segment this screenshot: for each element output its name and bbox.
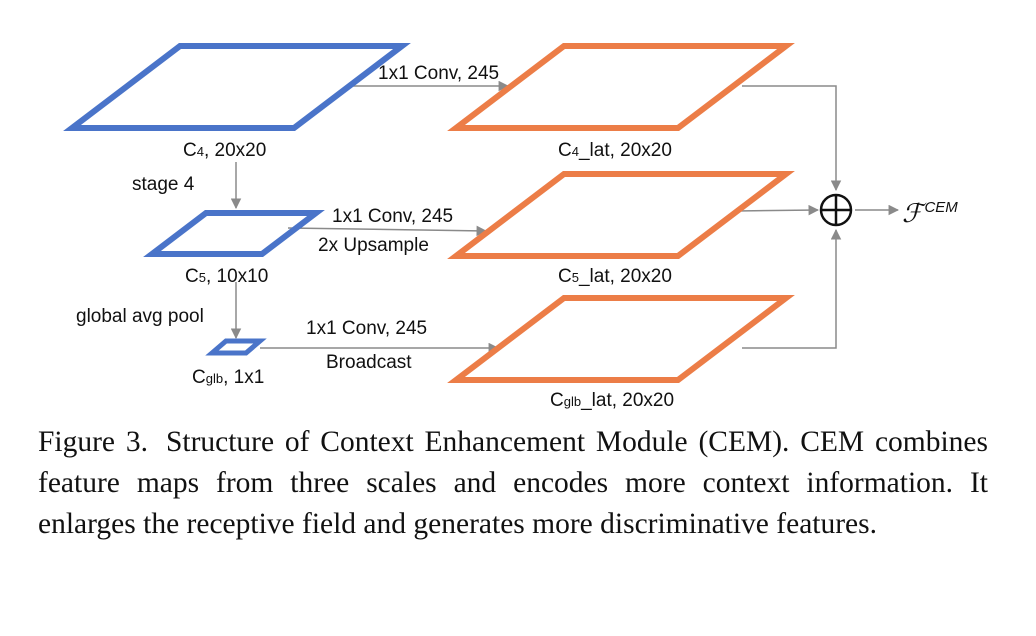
feature-map-c4 bbox=[63, 43, 411, 131]
label-c5-lat: C5_lat, 20x20 bbox=[558, 266, 672, 287]
conv-arrow-c5 bbox=[287, 225, 488, 237]
caption-text: Structure of Context Enhancement Module … bbox=[38, 426, 989, 540]
lat-c4-to-sum-arrow bbox=[742, 85, 842, 192]
cem-diagram: C4, 20x20 C5, 10x10 Cglb, 1x1 C4_lat, 20… bbox=[63, 43, 958, 411]
label-cglb: Cglb, 1x1 bbox=[192, 367, 264, 388]
feature-map-cglb bbox=[205, 338, 267, 356]
op-stage4: stage 4 bbox=[132, 174, 195, 195]
figure-caption: Figure 3.Structure of Context Enhancemen… bbox=[38, 422, 988, 545]
op-conv-c4: 1x1 Conv, 245 bbox=[378, 63, 499, 84]
feature-map-c4-lat bbox=[447, 43, 795, 131]
figure-label: Figure 3. bbox=[38, 426, 148, 458]
connectors bbox=[230, 80, 900, 354]
label-c4-lat: C4_lat, 20x20 bbox=[558, 140, 672, 161]
op-conv-c5: 1x1 Conv, 245 bbox=[332, 206, 453, 227]
label-c4: C4, 20x20 bbox=[183, 140, 266, 161]
lat-cglb-to-sum-arrow bbox=[742, 228, 842, 349]
op-global-avg-pool: global avg pool bbox=[76, 306, 204, 327]
sum-node bbox=[819, 193, 853, 227]
op-upsample-c5: 2x Upsample bbox=[318, 235, 429, 256]
label-c5: C5, 10x10 bbox=[185, 266, 268, 287]
feature-map-cglb-lat bbox=[447, 295, 795, 383]
lat-c5-to-sum-arrow bbox=[735, 204, 820, 216]
feature-map-c5-lat bbox=[447, 171, 795, 259]
op-conv-cglb: 1x1 Conv, 245 bbox=[306, 318, 427, 339]
op-broadcast-cglb: Broadcast bbox=[326, 352, 412, 373]
feature-map-c5 bbox=[143, 210, 325, 257]
label-cglb-lat: Cglb_lat, 20x20 bbox=[550, 390, 674, 411]
